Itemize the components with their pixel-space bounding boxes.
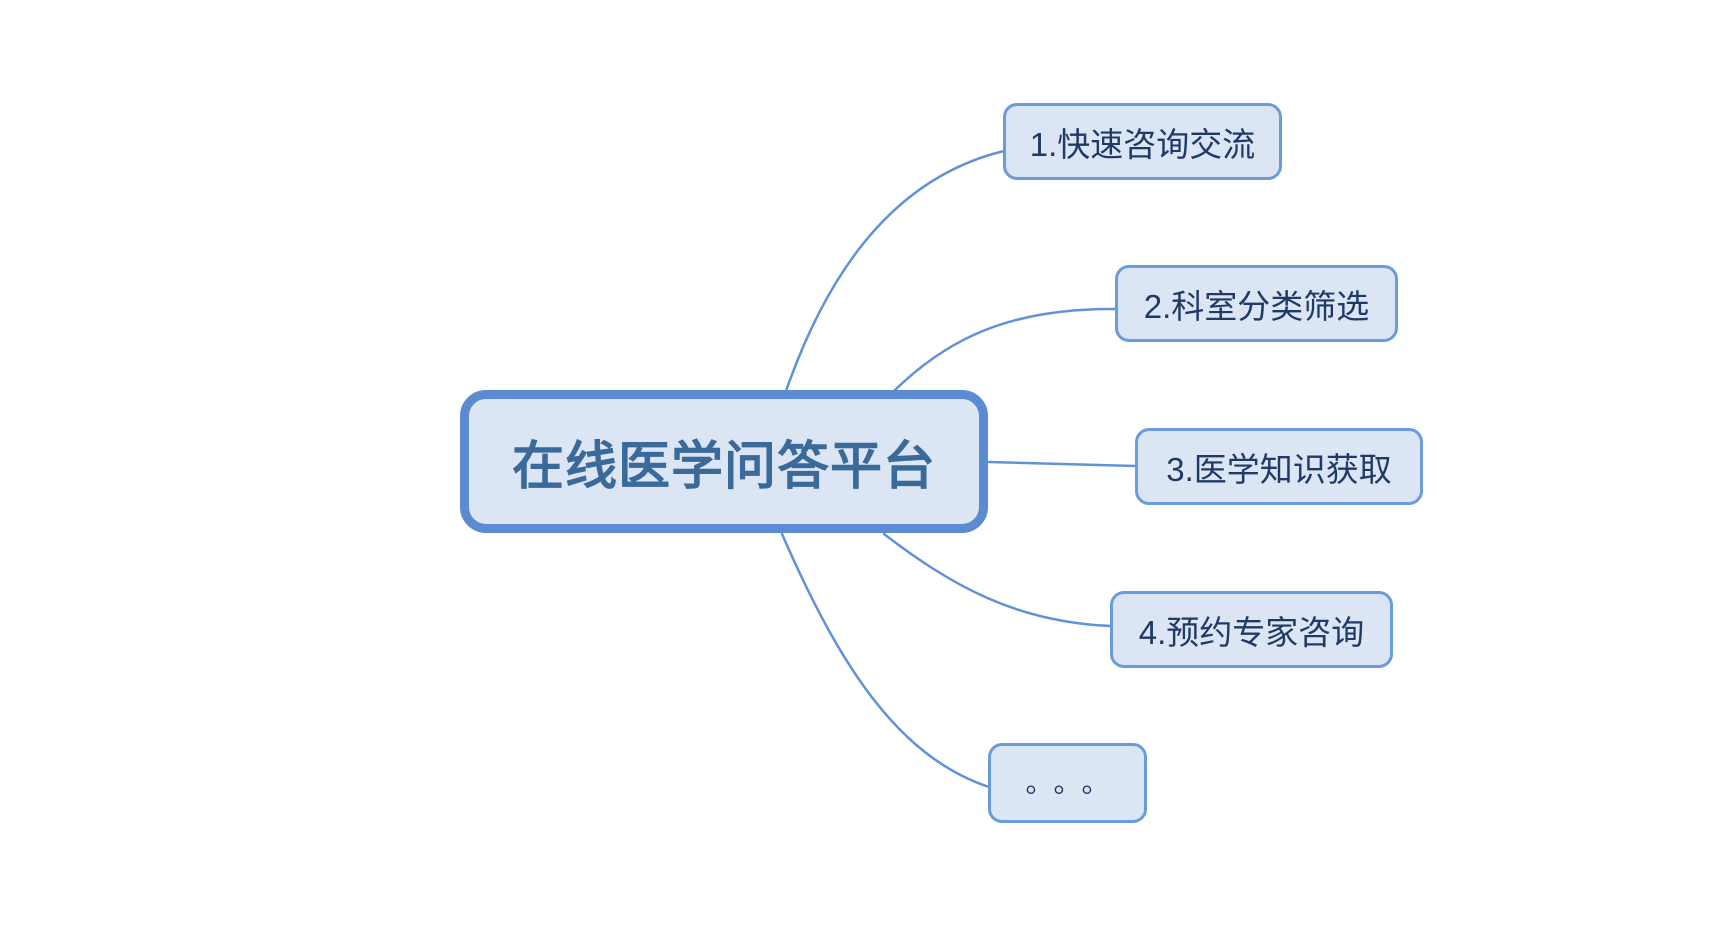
branch-node-label: 2.科室分类筛选: [1143, 287, 1370, 325]
branch-node-more-ellipsis[interactable]: 。。。: [988, 743, 1147, 823]
branch-node-department-filter[interactable]: 2.科室分类筛选: [1115, 265, 1398, 342]
connector-root-to-child-2: [892, 307, 1118, 393]
central-topic-label: 在线医学问答平台: [511, 438, 936, 496]
connector-root-to-child-3: [987, 460, 1138, 468]
connector-root-to-child-1: [784, 149, 1006, 393]
branch-node-label: 4.预约专家咨询: [1138, 613, 1365, 651]
connector-root-to-child-4: [882, 532, 1113, 628]
branch-node-label: 3.医学知识获取: [1166, 450, 1392, 488]
branch-node-label: 。。。: [1025, 767, 1124, 798]
central-topic-node[interactable]: 在线医学问答平台: [460, 390, 988, 533]
branch-node-quick-consultation[interactable]: 1.快速咨询交流: [1003, 103, 1282, 180]
branch-node-medical-knowledge[interactable]: 3.医学知识获取: [1135, 428, 1423, 505]
branch-node-label: 1.快速咨询交流: [1029, 125, 1256, 163]
branch-node-expert-appointment[interactable]: 4.预约专家咨询: [1110, 591, 1393, 668]
connector-root-to-child-5: [780, 532, 991, 789]
